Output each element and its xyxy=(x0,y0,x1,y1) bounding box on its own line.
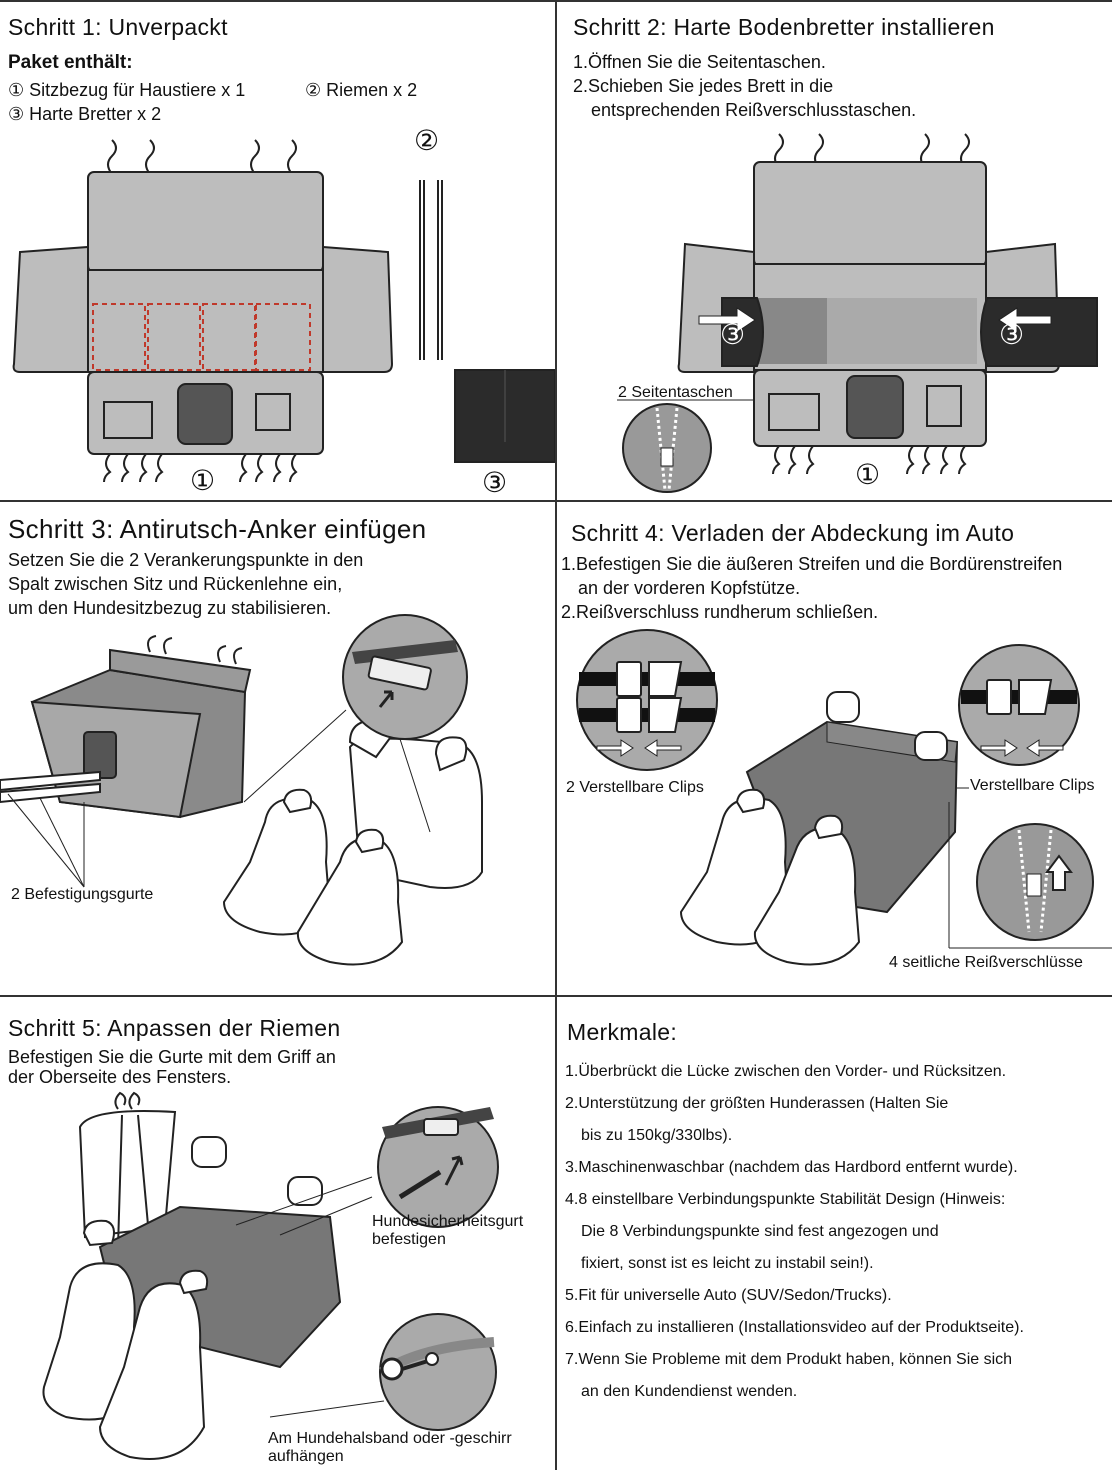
zippers-label: 4 seitliche Reißverschlüsse xyxy=(889,954,1083,971)
anchor-illustration xyxy=(0,614,483,966)
board-install-illustration xyxy=(617,133,1098,493)
step2-panel: Schritt 2: Harte Bodenbretter installier… xyxy=(557,2,1112,500)
step4-line3: 2.Reißverschluss rundherum schließen. xyxy=(561,602,879,622)
clips-right-label: Verstellbare Clips xyxy=(970,777,1095,794)
step5-title: Schritt 5: Anpassen der Riemen xyxy=(8,1015,341,1041)
step2-title: Schritt 2: Harte Bodenbretter installier… xyxy=(573,14,995,40)
item-seat-cover: ① Sitzbezug für Haustiere x 1 xyxy=(8,80,246,100)
side-pockets-label: 2 Seitentaschen xyxy=(618,384,733,401)
loading-cover-illustration xyxy=(576,629,1112,966)
step2-line1: 1.Öffnen Sie die Seitentaschen. xyxy=(573,52,826,72)
step3-title: Schritt 3: Antirutsch-Anker einfügen xyxy=(8,514,427,544)
marker-cover: ① xyxy=(855,459,881,490)
step5-panel: Schritt 5: Anpassen der Riemen Befestige… xyxy=(0,997,555,1470)
clips-left-label: 2 Verstellbare Clips xyxy=(566,779,704,796)
step5-line1: Befestigen Sie die Gurte mit dem Griff a… xyxy=(8,1047,336,1067)
collar-label-1: Am Hundehalsband oder -geschirr xyxy=(268,1430,512,1447)
step2-line2: 2.Schieben Sie jedes Brett in die xyxy=(573,76,834,96)
step4-title: Schritt 4: Verladen der Abdeckung im Aut… xyxy=(571,520,1015,546)
step4-line1: 1.Befestigen Sie die äußeren Streifen un… xyxy=(561,554,1063,574)
step1-panel: Schritt 1: Unverpackt Paket enthält: ① S… xyxy=(0,2,555,500)
step4-panel: Schritt 4: Verladen der Abdeckung im Aut… xyxy=(557,502,1112,995)
horizontal-divider-1 xyxy=(0,500,1112,502)
feature-line: Die 8 Verbindungspunkte sind fest angezo… xyxy=(581,1223,939,1240)
step5-line2: der Oberseite des Fensters. xyxy=(8,1067,232,1087)
feature-line: 6.Einfach zu installieren (Installations… xyxy=(565,1319,1024,1336)
marker-board: ③ xyxy=(482,467,508,498)
horizontal-divider-2 xyxy=(0,995,1112,997)
marker-strap: ② xyxy=(414,125,440,156)
unpacked-cover-illustration xyxy=(12,139,555,483)
belt-label-1: Hundesicherheitsgurt xyxy=(372,1213,524,1230)
feature-line: 4.8 einstellbare Verbindungspunkte Stabi… xyxy=(565,1191,1006,1208)
features-panel: Merkmale: 1.Überbrückt die Lücke zwische… xyxy=(557,997,1112,1470)
item-straps: ② Riemen x 2 xyxy=(305,80,418,100)
feature-line: 7.Wenn Sie Probleme mit dem Produkt habe… xyxy=(565,1351,1013,1368)
marker-board-right: ③ xyxy=(999,319,1025,350)
strap-adjust-illustration xyxy=(42,1091,499,1460)
feature-line: 2.Unterstützung der größten Hunderassen … xyxy=(565,1095,949,1112)
belt-label-2: befestigen xyxy=(372,1231,446,1248)
step2-line3: entsprechenden Reißverschlusstaschen. xyxy=(591,100,917,120)
step1-title: Schritt 1: Unverpackt xyxy=(8,14,228,40)
features-title: Merkmale: xyxy=(567,1019,678,1045)
collar-label-2: aufhängen xyxy=(268,1448,344,1465)
item-boards: ③ Harte Bretter x 2 xyxy=(8,104,162,124)
feature-line: bis zu 150kg/330lbs). xyxy=(581,1127,733,1144)
step4-line2: an der vorderen Kopfstütze. xyxy=(578,578,801,598)
step3-line1: Setzen Sie die 2 Verankerungspunkte in d… xyxy=(8,550,364,570)
step3-line3: um den Hundesitzbezug zu stabilisieren. xyxy=(8,598,332,618)
step3-line2: Spalt zwischen Sitz und Rückenlehne ein, xyxy=(8,574,343,594)
package-contents-heading: Paket enthält: xyxy=(8,52,133,73)
vertical-divider xyxy=(555,2,557,1470)
feature-line: 1.Überbrückt die Lücke zwischen den Vord… xyxy=(565,1063,1007,1080)
feature-line: 3.Maschinenwaschbar (nachdem das Hardbor… xyxy=(565,1159,1018,1176)
feature-line: 5.Fit für universelle Auto (SUV/Sedon/Tr… xyxy=(565,1287,892,1304)
straps-label: 2 Befestigungsgurte xyxy=(11,886,154,903)
marker-cover: ① xyxy=(190,465,216,496)
step3-panel: Schritt 3: Antirutsch-Anker einfügen Set… xyxy=(0,502,555,995)
marker-board-left: ③ xyxy=(720,319,746,350)
feature-line: an den Kundendienst wenden. xyxy=(581,1383,798,1400)
feature-line: fixiert, sonst ist es leicht zu instabil… xyxy=(581,1255,874,1272)
